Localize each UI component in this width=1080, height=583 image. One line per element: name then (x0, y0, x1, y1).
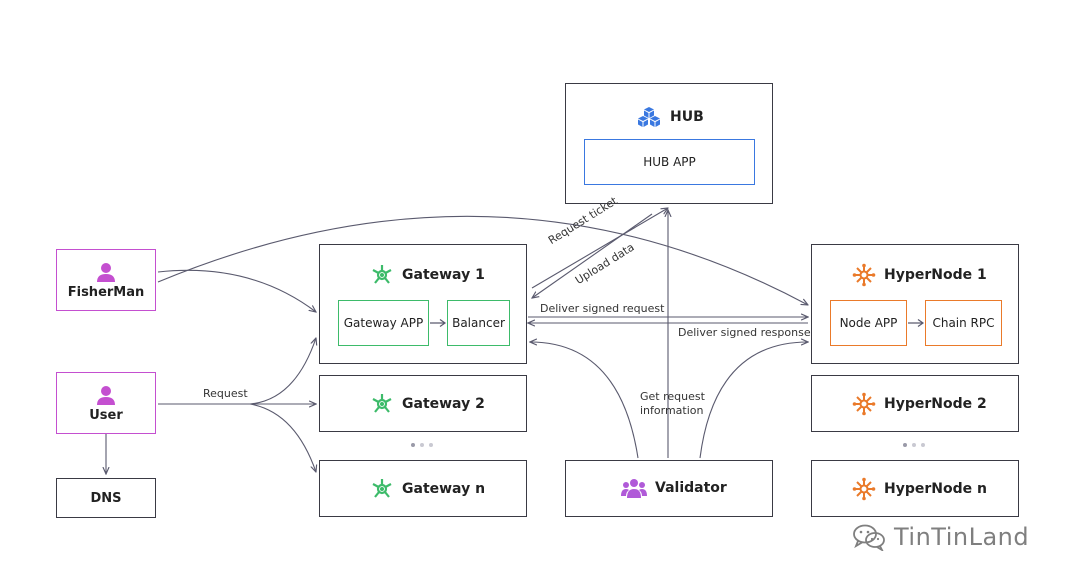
app-to-rpc-arrow (908, 319, 925, 327)
gatewayn-box: Gateway n (319, 460, 527, 517)
hypernode2-box: HyperNode 2 (811, 375, 1019, 432)
gateway-icon (372, 265, 392, 284)
request-to-gateway1 (249, 338, 316, 405)
hub-title-text: HUB (670, 109, 704, 125)
gateway-ellipsis (411, 443, 433, 447)
watermark-text: TinTinLand (894, 523, 1030, 551)
group-icon (621, 479, 647, 498)
dns-box: DNS (56, 478, 156, 518)
hub-app-box: HUB APP (584, 139, 755, 185)
fisherman-to-hypernode1 (157, 215, 808, 305)
gateway2-title-text: Gateway 2 (402, 396, 485, 412)
hypernode1-title-text: HyperNode 1 (884, 267, 987, 283)
balancer-box: Balancer (447, 300, 510, 346)
gateway1-box: Gateway 1 Gateway APP Balancer (319, 244, 527, 364)
request-to-gatewayn (249, 403, 316, 472)
fisherman-label: FisherMan (67, 284, 145, 300)
gateway-icon (372, 479, 392, 498)
hypernode-icon (852, 392, 876, 416)
gateway1-to-hub (531, 208, 668, 289)
cubes-icon (638, 107, 660, 127)
hub-title: HUB (636, 106, 704, 128)
validator-title-text: Validator (655, 480, 727, 496)
deliver-response-label: Deliver signed response (678, 326, 811, 339)
app-to-balancer-arrow (430, 319, 447, 327)
hypernoden-box: HyperNode n (811, 460, 1019, 517)
gateway2-box: Gateway 2 (319, 375, 527, 432)
user-label: User (89, 407, 123, 423)
gateway2-title: Gateway 2 (370, 392, 485, 416)
validator-title: Validator (621, 477, 727, 499)
watermark: TinTinLand (852, 523, 1029, 551)
hypernode1-box: HyperNode 1 Node APP Chain RPC (811, 244, 1019, 364)
hypernode2-title-text: HyperNode 2 (884, 396, 987, 412)
gateway-app-box: Gateway APP (338, 300, 429, 346)
hub-to-gateway1 (532, 213, 653, 298)
hypernode2-title: HyperNode 2 (852, 392, 987, 416)
dns-label: DNS (90, 490, 122, 506)
gatewayn-title-text: Gateway n (402, 481, 486, 497)
gatewayn-title: Gateway n (370, 477, 485, 501)
wechat-icon (853, 524, 885, 551)
node-app-box: Node APP (830, 300, 907, 346)
hypernode-ellipsis (903, 443, 925, 447)
fisherman-box: FisherMan (56, 249, 156, 311)
deliver-request-label: Deliver signed request (540, 302, 665, 315)
get-info-label-2: information (640, 404, 704, 417)
request-label: Request (203, 387, 248, 400)
get-info-label-1: Get request (640, 390, 705, 403)
validator-to-hypernode1 (699, 342, 808, 459)
person-icon (97, 385, 115, 405)
gateway1-title: Gateway 1 (370, 263, 485, 287)
validator-box: Validator (565, 460, 773, 517)
gateway1-title-text: Gateway 1 (402, 267, 485, 283)
hypernoden-title-text: HyperNode n (884, 481, 987, 497)
hypernode-icon (852, 263, 876, 287)
hypernode-icon (852, 477, 876, 501)
chain-rpc-box: Chain RPC (925, 300, 1002, 346)
gateway-icon (372, 394, 392, 413)
fisherman-to-gateway1 (157, 269, 316, 312)
hub-box: HUB HUB APP (565, 83, 773, 204)
hypernode1-title: HyperNode 1 (852, 263, 987, 287)
person-icon (97, 262, 115, 282)
hypernoden-title: HyperNode n (852, 477, 987, 501)
validator-to-gateway1 (530, 342, 639, 459)
user-box: User (56, 372, 156, 434)
